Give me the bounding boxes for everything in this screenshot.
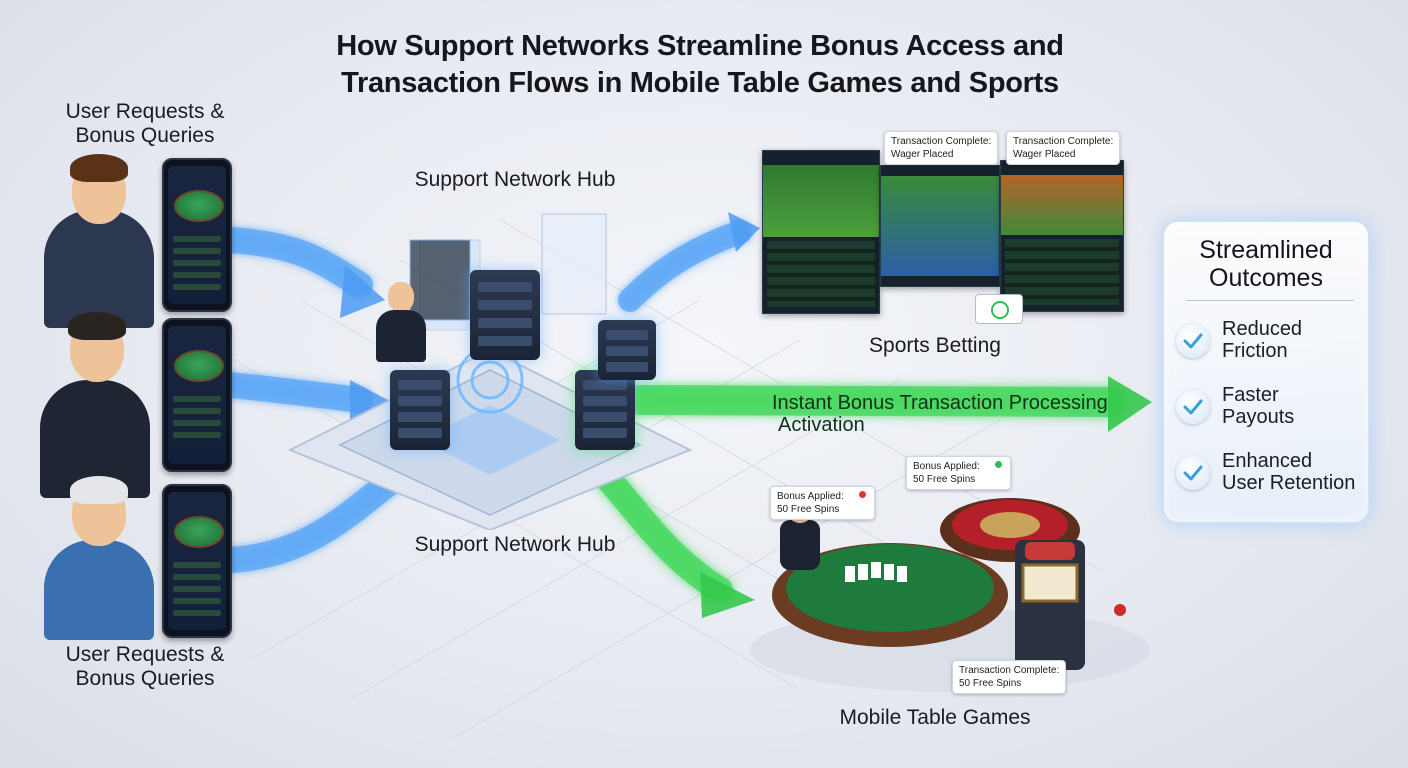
label-line: Bonus Queries [75, 667, 215, 690]
tables-callout-bottom: Transaction Complete: 50 Free Spins [952, 660, 1067, 694]
sports-screen-soccer [762, 150, 880, 314]
person-young-hoodie [44, 210, 154, 328]
callout-line: 50 Free Spins [913, 474, 976, 485]
person-hair [70, 476, 128, 504]
outcome-line: User Retention [1222, 472, 1356, 494]
hub-label-bottom: Support Network Hub [414, 533, 616, 556]
phone-1 [162, 158, 232, 312]
outcome-line: Enhanced [1222, 450, 1313, 472]
sports-callout-2: Transaction Complete: Wager Placed [1006, 131, 1121, 165]
phone-icon-small [975, 294, 1023, 324]
outcome-text: Enhanced User Retention [1222, 450, 1355, 494]
tables-callout-left: Bonus Applied: 50 Free Spins [770, 486, 875, 520]
status-dot [994, 461, 1002, 468]
callout-line: 50 Free Spins [777, 504, 840, 515]
outcome-text: Reduced Friction [1222, 318, 1302, 362]
user-group [30, 150, 240, 640]
title-line: Streamlined [1199, 236, 1333, 264]
callout-line: Wager Placed [891, 149, 954, 160]
outcome-line: Payouts [1222, 406, 1295, 428]
server-rack-active [575, 370, 635, 450]
callout-line: Transaction Complete: [1013, 136, 1114, 147]
label-line: Activation [778, 414, 865, 436]
sports-betting-label: Sports Betting [869, 334, 1001, 357]
user-requests-label-bottom: User Requests & Bonus Queries [40, 643, 250, 691]
label-line: User Requests & [65, 643, 225, 666]
label-line: Instant Bonus Transaction Processing [772, 392, 1108, 414]
title-line-1: How Support Networks Streamline Bonus Ac… [336, 30, 1064, 62]
person-senior-sweater [44, 540, 154, 640]
callout-line: Wager Placed [1013, 149, 1076, 160]
callout-line: Bonus Applied: [913, 461, 980, 472]
title-line: Outcomes [1209, 264, 1323, 292]
server-rack [470, 270, 540, 360]
sports-screen-football [1000, 160, 1124, 312]
person-hair [70, 154, 128, 182]
outcome-item: Enhanced User Retention [1176, 450, 1362, 504]
mobile-table-games-label: Mobile Table Games [839, 706, 1031, 729]
outcome-line: Friction [1222, 340, 1288, 362]
tables-callout-right: Bonus Applied: 50 Free Spins [906, 456, 1011, 490]
arrow-user-mid [217, 372, 373, 413]
check-icon [1176, 390, 1210, 424]
check-icon [1176, 456, 1210, 490]
check-icon [1176, 324, 1210, 358]
outcome-text: Faster Payouts [1222, 384, 1294, 428]
callout-line: Bonus Applied: [777, 491, 844, 502]
streamlined-outcomes-card: Streamlined Outcomes Reduced Friction Fa… [1162, 220, 1370, 524]
status-dot [858, 491, 866, 498]
server-rack [390, 370, 450, 450]
user-requests-label-top: User Requests & Bonus Queries [40, 100, 250, 148]
arrow-to-sports [618, 220, 752, 312]
arrow-processing [625, 385, 1125, 417]
diagram-title: How Support Networks Streamline Bonus Ac… [150, 28, 1250, 102]
sports-screen-tennis [880, 165, 1000, 287]
sports-callout-1: Transaction Complete: Wager Placed [884, 131, 999, 165]
outcome-line: Reduced [1222, 318, 1303, 340]
callout-line: Transaction Complete: [891, 136, 992, 147]
label-line: Bonus Queries [75, 124, 215, 147]
callout-line: 50 Free Spins [959, 678, 1022, 689]
phone-2 [162, 318, 232, 472]
support-agent [376, 282, 426, 362]
outcome-line: Faster [1222, 384, 1279, 406]
outcome-item: Reduced Friction [1176, 318, 1362, 372]
outcomes-title: Streamlined Outcomes [1164, 236, 1368, 292]
hub-label-top: Support Network Hub [414, 168, 616, 191]
instant-processing-label: Instant Bonus Transaction Processing Act… [772, 392, 1132, 436]
label-line: User Requests & [65, 100, 225, 123]
phone-3 [162, 484, 232, 638]
hub-platform [287, 213, 693, 530]
server-rack [598, 320, 656, 380]
person-hair [68, 312, 126, 340]
divider [1186, 300, 1354, 301]
callout-line: Transaction Complete: [959, 665, 1060, 676]
outcome-item: Faster Payouts [1176, 384, 1362, 438]
title-line-2: Transaction Flows in Mobile Table Games … [341, 67, 1059, 99]
